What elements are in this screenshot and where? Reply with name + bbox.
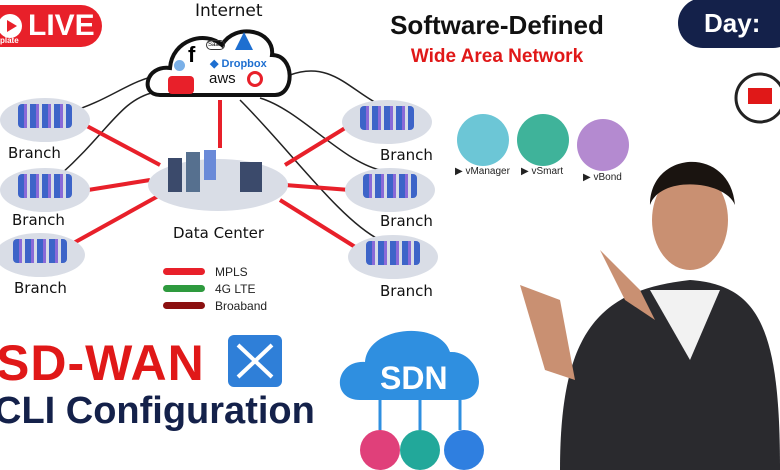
branch-icon — [0, 168, 90, 212]
channel-logo — [734, 72, 780, 124]
branch-icon — [348, 235, 438, 279]
mpls-link — [278, 198, 362, 252]
branch-label: Branch — [8, 144, 61, 162]
internet-link — [289, 70, 381, 106]
branch-label: Branch — [380, 146, 433, 164]
dropbox-icon: ◆ Dropbox — [210, 58, 267, 70]
play-icon — [0, 14, 22, 38]
branch-label: Branch — [380, 282, 433, 300]
vsmart-text: vSmart — [531, 166, 564, 177]
live-label: LIVE — [28, 9, 95, 42]
presenter-image — [520, 161, 780, 470]
mpls-link — [284, 183, 351, 192]
vsmart-label: ▶ vSmart — [521, 166, 564, 177]
live-sublabel: plate — [0, 36, 19, 45]
legend-label: Broaband — [215, 298, 268, 313]
internet-link — [259, 97, 381, 171]
vbond-icon — [577, 119, 629, 171]
branch-icon — [345, 168, 435, 212]
vmanager-text: vManager — [465, 166, 510, 177]
dropbox-label: Dropbox — [221, 58, 267, 70]
page-title: Software-Defined — [390, 10, 604, 40]
aws-icon: aws — [209, 70, 236, 87]
sdn-cloud-icon — [339, 330, 479, 400]
branch-icon — [342, 100, 432, 144]
legend-item: MPLS — [163, 263, 267, 280]
legend-label: MPLS — [215, 264, 248, 279]
sdn-label: SDN — [380, 360, 448, 396]
page-subtitle: Wide Area Network — [410, 46, 584, 67]
legend-item: Broaband — [163, 297, 267, 314]
document-icon — [444, 430, 484, 470]
mpls-link — [87, 178, 151, 192]
vbond-text: vBond — [593, 172, 622, 183]
azure-icon — [235, 32, 253, 50]
branch-label: Branch — [380, 212, 433, 230]
saas-icon: SaaS — [206, 40, 225, 50]
day-badge: Day: — [678, 0, 780, 48]
branch-label: Branch — [14, 279, 67, 297]
branch-icon — [0, 98, 90, 142]
mpls-link — [69, 193, 161, 247]
internet-label: Internet — [195, 1, 263, 21]
legend-item: 4G LTE — [163, 280, 267, 297]
globe-icon — [174, 60, 185, 71]
branch-icon — [0, 233, 85, 277]
mpls-link — [283, 123, 352, 167]
youtube-icon — [168, 76, 194, 94]
vmanager-icon — [457, 114, 509, 166]
legend-label: 4G LTE — [215, 281, 256, 296]
legend: MPLS 4G LTE Broaband — [163, 263, 267, 314]
data-center-label: Data Center — [173, 224, 265, 242]
sdwan-heading: SD-WAN — [0, 335, 205, 391]
facebook-icon: f — [188, 42, 196, 67]
branch-label: Branch — [12, 211, 65, 229]
search-icon — [247, 71, 263, 87]
mpls-link — [84, 123, 161, 167]
vmanager-label: ▶ vManager — [455, 166, 510, 177]
vbond-label: ▶ vBond — [583, 172, 622, 183]
internet-link — [239, 99, 381, 241]
vsmart-icon — [517, 114, 569, 166]
upload-icon — [360, 430, 400, 470]
internet-link — [59, 91, 156, 176]
cli-heading: CLI Configuration — [0, 390, 315, 432]
live-badge: LIVE plate — [0, 5, 102, 47]
mail-icon — [400, 430, 440, 470]
